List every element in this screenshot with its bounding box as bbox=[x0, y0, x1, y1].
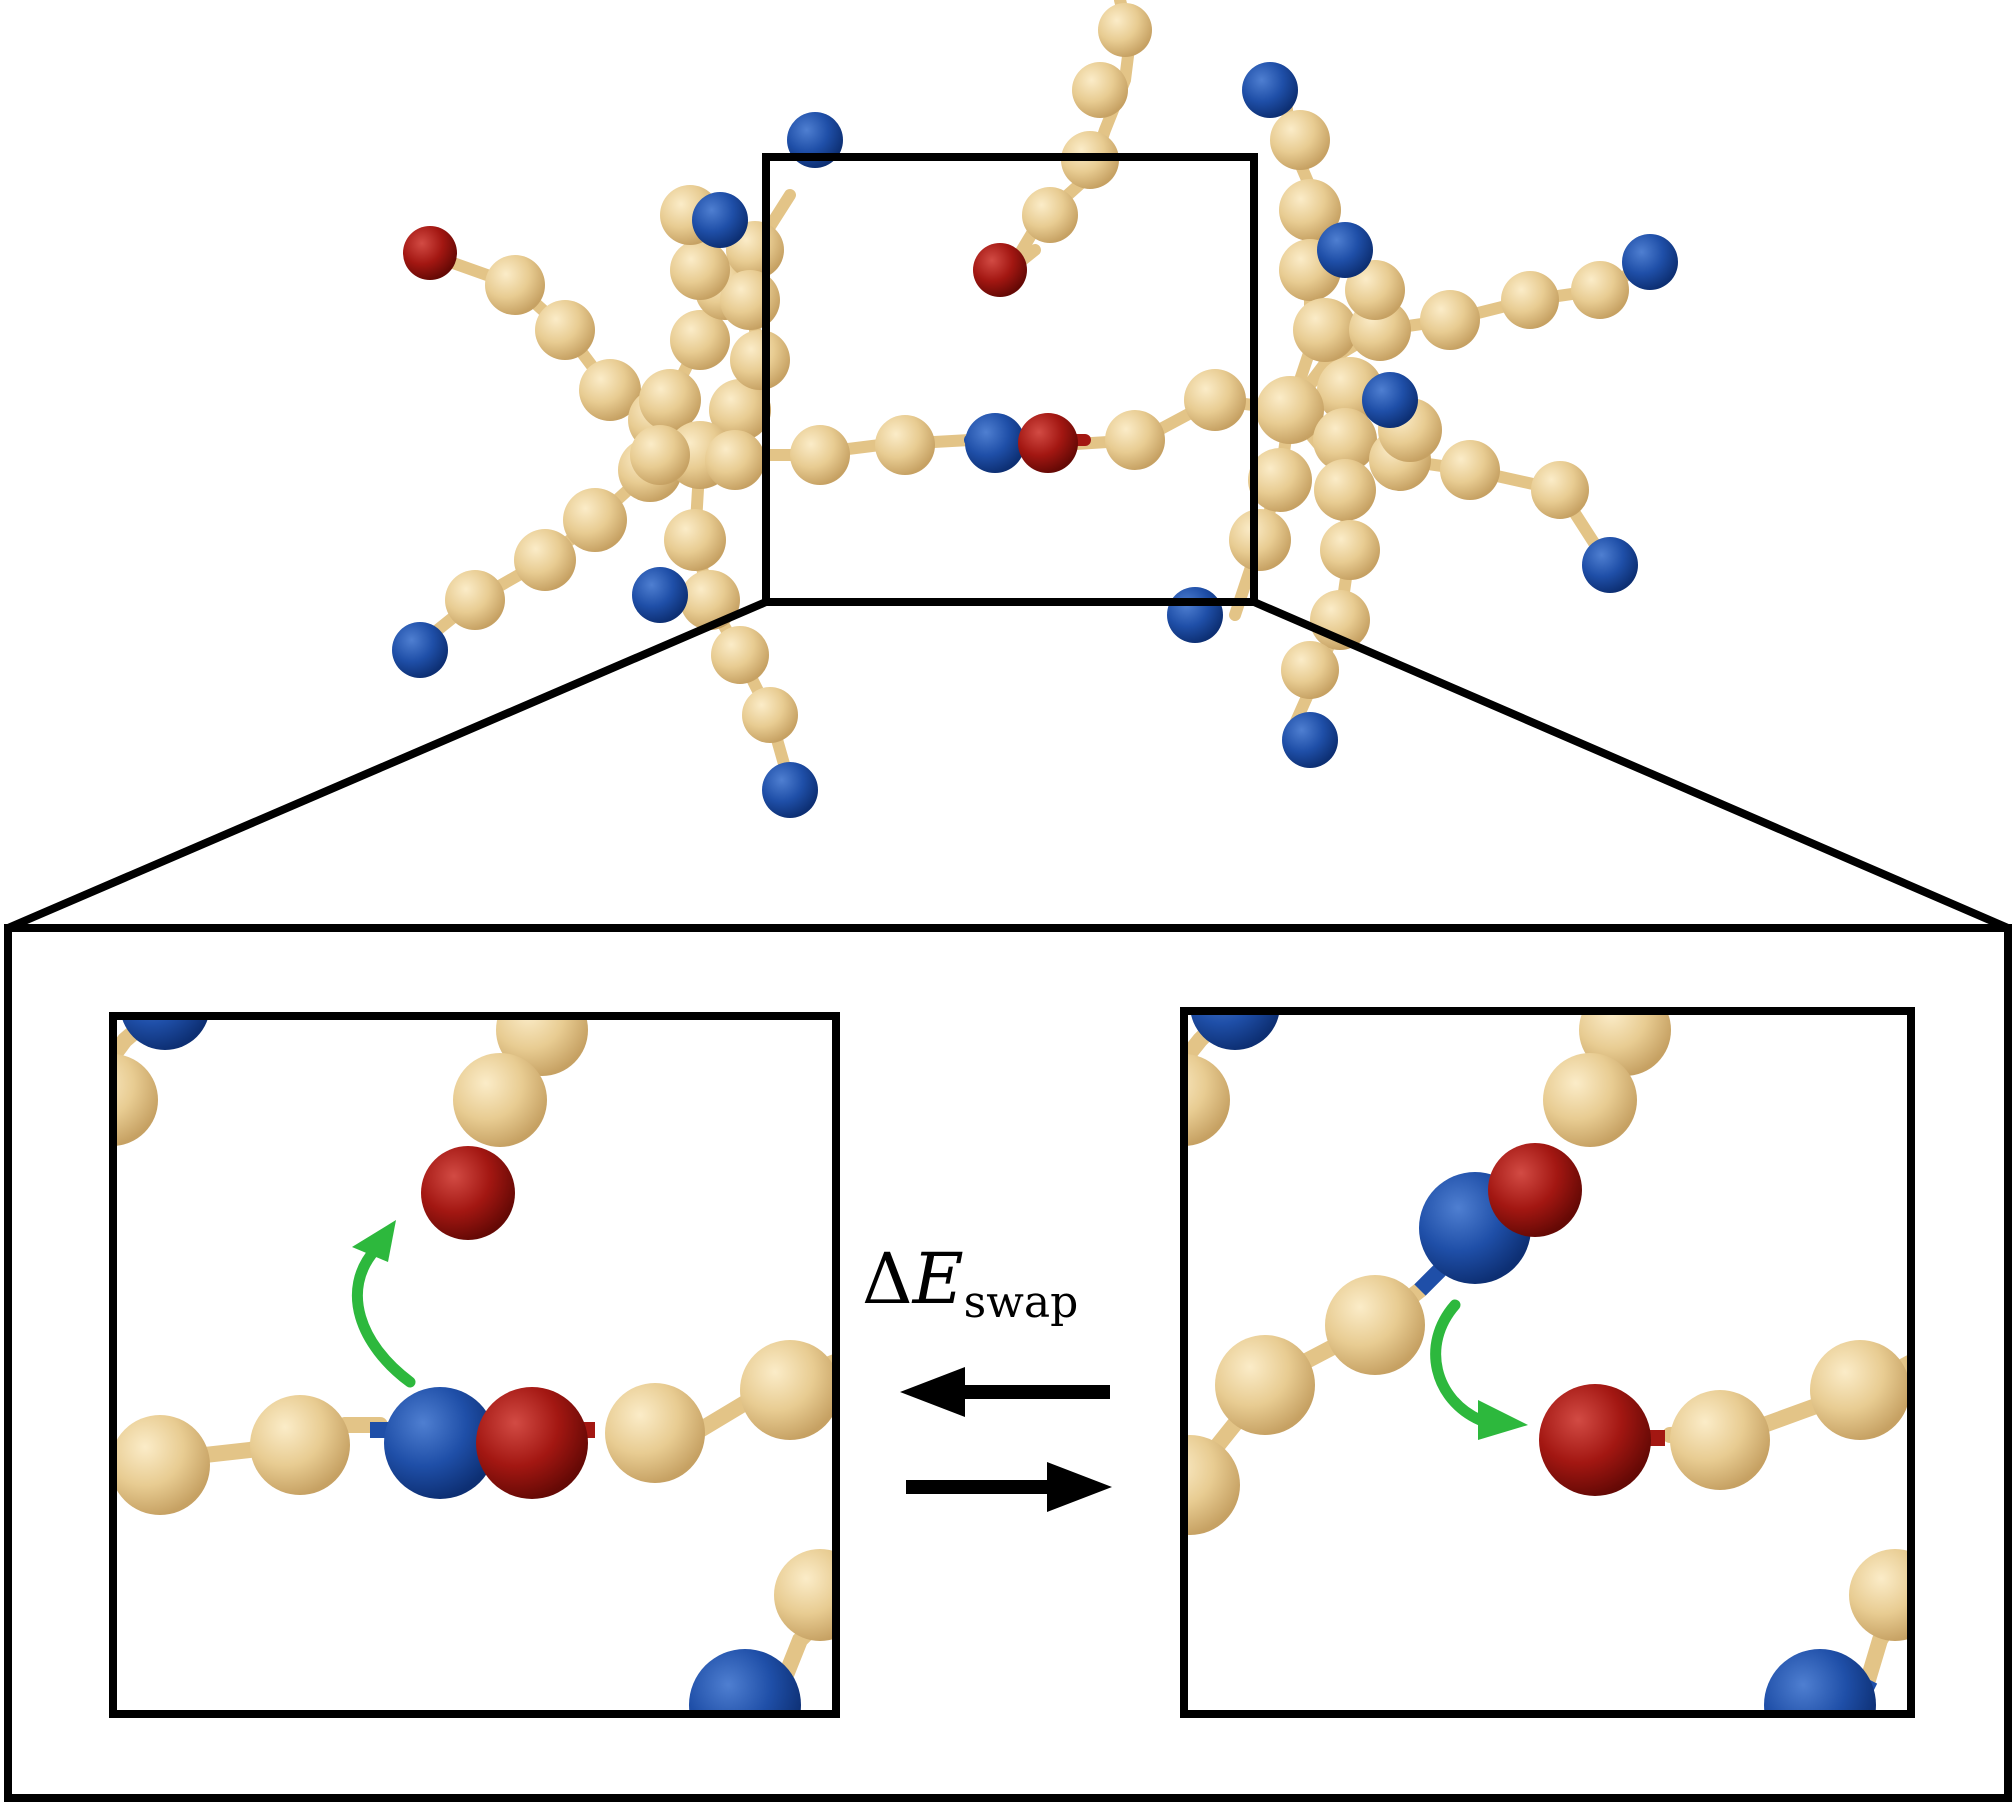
inset-after bbox=[1180, 1007, 1915, 1718]
inset-before bbox=[109, 1012, 840, 1718]
equilibrium-arrows bbox=[900, 1367, 1112, 1512]
zoom-frame bbox=[4, 153, 2012, 1802]
delta-symbol: Δ bbox=[862, 1238, 913, 1320]
energy-symbol: E bbox=[912, 1238, 964, 1320]
delta-e-swap-label: ΔEswap bbox=[862, 1238, 1162, 1348]
swap-subscript: swap bbox=[963, 1277, 1079, 1328]
polymer-network bbox=[392, 0, 1678, 818]
